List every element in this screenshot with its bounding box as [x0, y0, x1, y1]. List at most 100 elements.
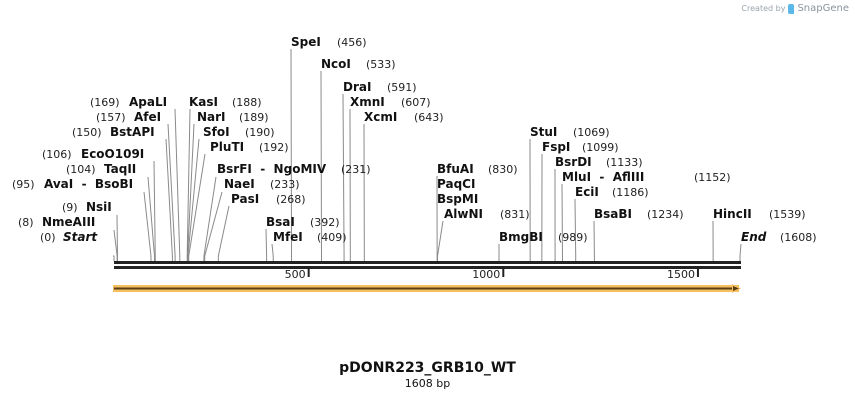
site-label-bspmi[interactable]: BspMI: [437, 192, 478, 206]
site-label-bsai[interactable]: BsaI(392): [266, 215, 340, 229]
cut-position: (409): [317, 231, 347, 244]
site-label-naei[interactable]: NaeI (233): [224, 177, 300, 191]
credit-prefix: Created by: [741, 4, 786, 13]
cut-position: (831): [500, 208, 530, 221]
site-label-bmgbi[interactable]: BmgBI(989): [499, 230, 588, 244]
site-leader-lines: [113, 48, 742, 261]
enzyme-name: SpeI: [291, 35, 321, 49]
cut-position: (157): [96, 111, 126, 124]
site-label-ecoo109i[interactable]: EcoO109I(106): [42, 147, 144, 161]
enzyme-name: NsiI: [86, 200, 112, 214]
cut-position: (533): [366, 58, 396, 71]
site-label-avai-bsobi[interactable]: AvaI - BsoBI(95): [12, 177, 133, 191]
cut-position: (231): [341, 163, 371, 176]
enzyme-name: BstAPI: [110, 125, 155, 139]
site-label-taqii[interactable]: TaqII(104): [66, 162, 136, 176]
site-label-spei[interactable]: SpeI(456): [291, 35, 367, 49]
map-title: pDONR223_GRB10_WT: [339, 360, 516, 376]
cut-position: (9): [62, 201, 78, 214]
cut-position: (607): [401, 96, 431, 109]
snapgene-credit: Created by SnapGene: [741, 3, 849, 14]
site-label-xcmi[interactable]: XcmI(643): [364, 110, 444, 124]
cut-position: (233): [270, 178, 300, 191]
site-label-nari[interactable]: NarI(189): [197, 110, 269, 124]
cut-position: (8): [18, 216, 34, 229]
site-label-end[interactable]: End(1608): [741, 230, 817, 244]
site-label-pluti[interactable]: PluTI(192): [210, 140, 289, 154]
site-label-ncoi[interactable]: NcoI(533): [321, 57, 396, 71]
site-label-xmni[interactable]: XmnI(607): [350, 95, 431, 109]
leader-line: [113, 255, 115, 261]
enzyme-name: KasI: [189, 95, 218, 109]
leader-line: [174, 108, 181, 261]
leader-line: [203, 176, 217, 261]
enzyme-name: PaqCI: [437, 177, 475, 191]
cut-position: (989): [558, 231, 588, 244]
leader-line: [165, 138, 173, 261]
enzyme-name: MluI - AflIII: [562, 170, 644, 184]
enzyme-name: End: [741, 230, 767, 244]
site-label-start[interactable]: Start(0): [40, 230, 98, 244]
credit-brand: SnapGene: [797, 3, 849, 14]
cut-position: (1186): [612, 186, 649, 199]
enzyme-name: BsrFI - NgoMIV: [217, 162, 327, 176]
enzyme-name: NaeI: [224, 177, 255, 191]
cut-position: (1069): [573, 126, 610, 139]
enzyme-name: StuI: [530, 125, 557, 139]
site-label-paqci[interactable]: PaqCI: [437, 177, 475, 191]
enzyme-name: DraI: [343, 80, 371, 94]
site-label-mlui-afliii[interactable]: MluI - AflIII (1152): [562, 170, 731, 184]
tick-mark: [502, 269, 505, 277]
enzyme-name: BfuAI: [437, 162, 474, 176]
site-label-ecii[interactable]: EciI (1186): [575, 185, 649, 199]
site-label-bsrfi-ngomiv[interactable]: BsrFI - NgoMIV (231): [217, 162, 371, 176]
enzyme-name: PluTI: [210, 140, 244, 154]
cut-position: (591): [387, 81, 417, 94]
site-label-drai[interactable]: DraI (591): [343, 80, 417, 94]
cut-position: (189): [239, 111, 269, 124]
feature-arrow[interactable]: [113, 284, 741, 293]
enzyme-name: AfeI: [134, 110, 161, 124]
site-label-bsabi[interactable]: BsaBI(1234): [594, 207, 684, 221]
site-label-bsrdi[interactable]: BsrDI(1133): [555, 155, 643, 169]
leader-line: [204, 191, 223, 261]
enzyme-name: AvaI - BsoBI: [44, 177, 133, 191]
cut-position: (830): [488, 163, 518, 176]
cut-position: (150): [72, 126, 102, 139]
enzyme-name: NmeAIII: [42, 215, 95, 229]
cut-position: (1099): [582, 141, 619, 154]
site-label-mfei[interactable]: MfeI(409): [273, 230, 347, 244]
site-label-apali[interactable]: ApaLI(169): [90, 95, 167, 109]
site-label-alwni[interactable]: AlwNI(831): [444, 207, 530, 221]
site-label-bfuai[interactable]: BfuAI (830): [437, 162, 518, 176]
cut-position: (188): [232, 96, 262, 109]
leader-line: [739, 243, 742, 261]
leader-line: [574, 198, 577, 261]
leader-line: [265, 228, 268, 261]
leader-line: [167, 123, 176, 261]
site-label-nmeaiii[interactable]: NmeAIII (8): [18, 215, 95, 229]
enzyme-name: FspI: [542, 140, 570, 154]
leader-line: [271, 243, 274, 261]
site-label-bstapi[interactable]: BstAPI (150): [72, 125, 155, 139]
cut-position: (190): [245, 126, 275, 139]
site-label-kasi[interactable]: KasI (188): [189, 95, 262, 109]
site-label-sfoi[interactable]: SfoI(190): [203, 125, 275, 139]
enzyme-name: EciI: [575, 185, 599, 199]
site-label-hincii[interactable]: HincII(1539): [713, 207, 806, 221]
site-label-fspi[interactable]: FspI (1099): [542, 140, 619, 154]
leader-line: [143, 191, 152, 261]
site-label-nsii[interactable]: NsiI (9): [62, 200, 112, 214]
cut-position: (1133): [606, 156, 643, 169]
site-label-pasi[interactable]: PasI(268): [231, 192, 306, 206]
site-labels: Start(0)NmeAIII (8) NsiI (9) AvaI - BsoBI(95…: [12, 35, 817, 244]
site-label-stui[interactable]: StuI (1069): [530, 125, 610, 139]
cut-position: (1152): [694, 171, 731, 184]
enzyme-name: TaqII: [104, 162, 136, 176]
leader-line: [217, 205, 230, 261]
site-label-afei[interactable]: AfeI (157): [96, 110, 161, 124]
snapgene-logo-icon: [788, 3, 795, 14]
leader-line: [187, 138, 200, 261]
cut-position: (106): [42, 148, 72, 161]
